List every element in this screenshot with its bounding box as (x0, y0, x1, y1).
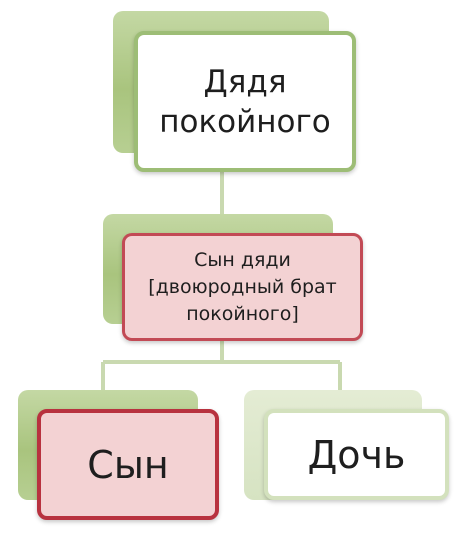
node-uncle-label: Дядя покойного (159, 63, 331, 140)
node-cousin: Сын дяди [двоюродный брат покойного] (122, 233, 363, 341)
node-uncle: Дядя покойного (134, 31, 356, 172)
node-son-label: Сын (87, 442, 169, 487)
node-daughter: Дочь (264, 409, 449, 500)
node-cousin-label: Сын дяди [двоюродный брат покойного] (148, 248, 337, 325)
node-son: Сын (37, 409, 219, 520)
node-daughter-label: Дочь (307, 432, 406, 477)
